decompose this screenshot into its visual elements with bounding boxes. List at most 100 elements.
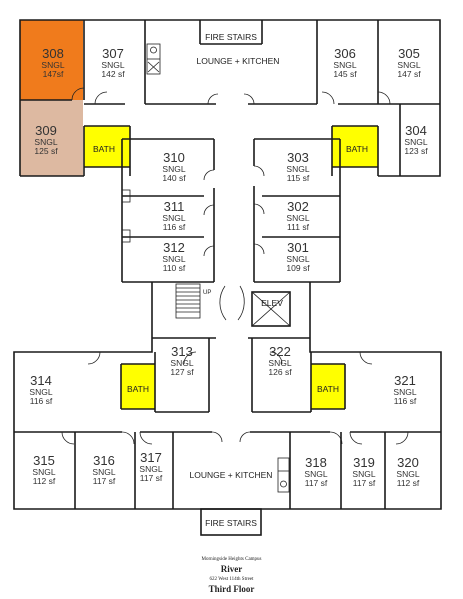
room-type: SNGL <box>32 467 55 477</box>
bath-label-top-right: BATH <box>346 144 368 154</box>
lounge-bottom-label: LOUNGE + KITCHEN <box>190 470 273 480</box>
center-walls <box>121 138 341 338</box>
top-wing-walls <box>19 19 441 177</box>
room-type: SNGL <box>139 464 162 474</box>
room-size: 116 sf <box>394 396 417 406</box>
room-type: SNGL <box>92 467 115 477</box>
bath-fill-bottom-left <box>121 364 155 409</box>
room-size: 116 sf <box>163 222 186 232</box>
room-type: SNGL <box>170 358 193 368</box>
room-number: 308 <box>42 46 64 61</box>
room-type: SNGL <box>268 358 291 368</box>
bath-fill-bottom-right <box>311 364 345 409</box>
room-number: 317 <box>140 450 162 465</box>
room-type: SNGL <box>397 60 420 70</box>
room-size: 123 sf <box>404 146 428 156</box>
bath-label-bottom-right: BATH <box>317 384 339 394</box>
room-size: 109 sf <box>286 263 310 273</box>
room-308-highlight <box>20 20 83 100</box>
room-number: 311 <box>164 199 185 214</box>
room-size: 125 sf <box>34 146 58 156</box>
room-type: SNGL <box>162 254 185 264</box>
room-number: 321 <box>394 373 416 388</box>
room-number: 305 <box>398 46 420 61</box>
room-size: 117 sf <box>353 478 376 488</box>
room-number: 315 <box>33 453 55 468</box>
room-size: 117 sf <box>140 473 163 483</box>
room-size: 145 sf <box>333 69 357 79</box>
room-size: 115 sf <box>287 173 310 183</box>
room-number: 322 <box>269 344 291 359</box>
room-number: 306 <box>334 46 356 61</box>
room-type: SNGL <box>404 137 427 147</box>
room-size: 140 sf <box>162 173 186 183</box>
fire-stairs-bottom-label: FIRE STAIRS <box>205 518 257 528</box>
room-type: SNGL <box>304 469 327 479</box>
room-type: SNGL <box>286 213 309 223</box>
room-number: 309 <box>35 123 57 138</box>
caption-building: River <box>220 564 243 574</box>
room-size: 111 sf <box>287 222 310 232</box>
room-number: 310 <box>163 150 185 165</box>
room-number: 316 <box>93 453 115 468</box>
room-type: SNGL <box>333 60 356 70</box>
room-size: 126 sf <box>268 367 292 377</box>
up-label: UP <box>203 290 211 296</box>
room-number: 318 <box>305 455 327 470</box>
room-type: SNGL <box>41 60 64 70</box>
room-number: 313 <box>171 344 193 359</box>
fire-stairs-top-label: FIRE STAIRS <box>205 32 257 42</box>
room-size: 147 sf <box>397 69 421 79</box>
room-number: 307 <box>102 46 124 61</box>
room-number: 320 <box>397 455 419 470</box>
room-number: 303 <box>287 150 309 165</box>
room-type: SNGL <box>162 213 185 223</box>
room-number: 302 <box>287 199 309 214</box>
room-size: 110 sf <box>163 263 186 273</box>
lounge-top-label: LOUNGE + KITCHEN <box>197 56 280 66</box>
room-size: 142 sf <box>101 69 125 79</box>
room-309-highlight <box>20 100 83 176</box>
room-number: 314 <box>30 373 52 388</box>
room-type: SNGL <box>393 387 416 397</box>
bottom-wing-walls <box>13 337 442 536</box>
elevator-label: ELEV <box>261 298 283 308</box>
room-size: 116 sf <box>30 396 53 406</box>
room-number: 304 <box>405 123 427 138</box>
room-type: SNGL <box>352 469 375 479</box>
room-type: SNGL <box>286 164 309 174</box>
room-type: SNGL <box>29 387 52 397</box>
room-type: SNGL <box>101 60 124 70</box>
bath-label-top-left: BATH <box>93 144 115 154</box>
room-size: 147sf <box>43 69 64 79</box>
caption-address: 622 West 114th Street <box>209 577 254 582</box>
room-size: 117 sf <box>93 476 116 486</box>
caption-floor: Third Floor <box>208 584 255 594</box>
room-number: 319 <box>353 455 375 470</box>
bath-label-bottom-left: BATH <box>127 384 149 394</box>
room-type: SNGL <box>34 137 57 147</box>
room-size: 117 sf <box>305 478 328 488</box>
